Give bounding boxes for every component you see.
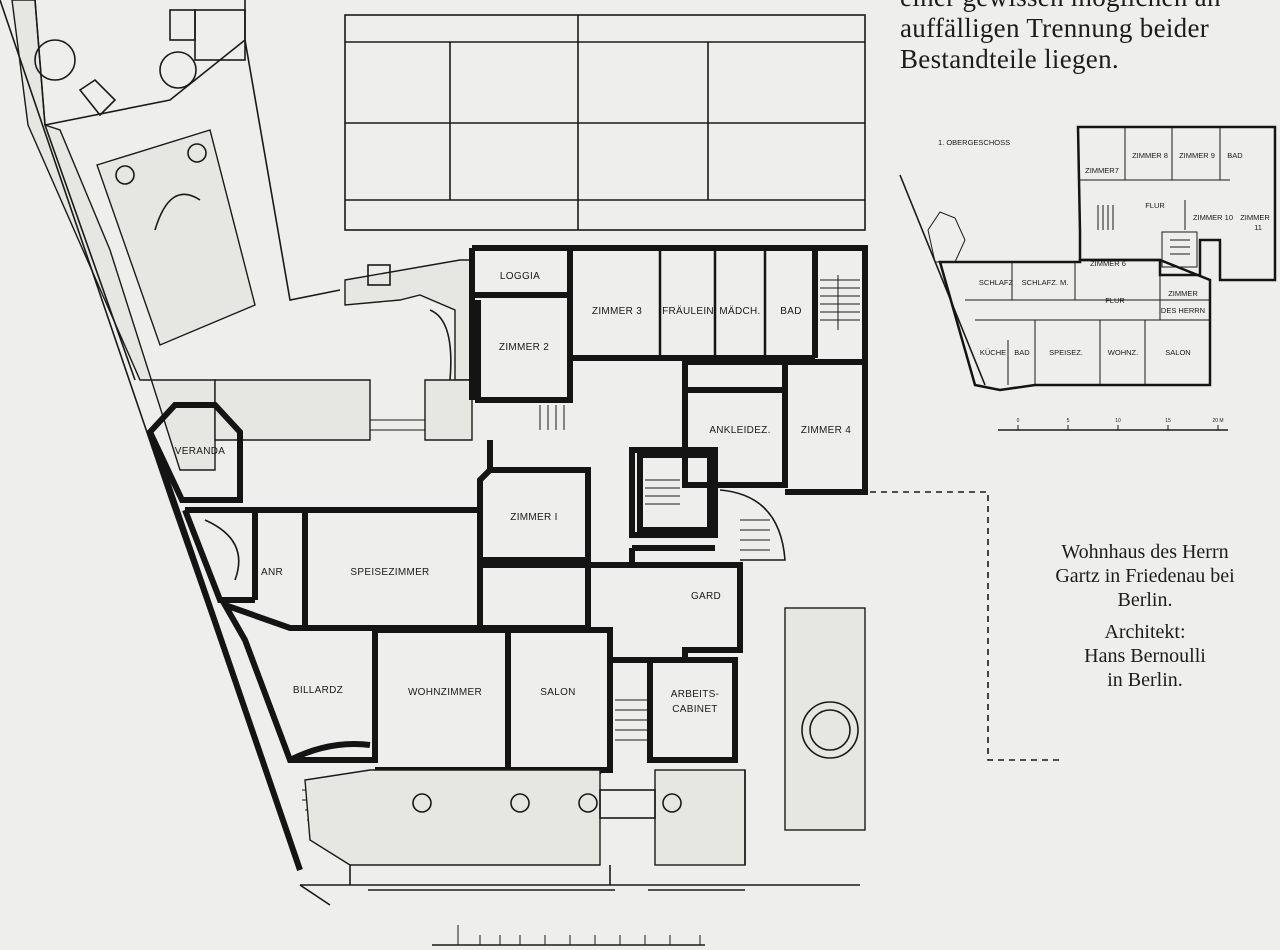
upper-room-zimmer11: ZIMMER xyxy=(1240,213,1270,222)
scale-bar-main xyxy=(432,925,705,946)
garden-area xyxy=(0,0,341,871)
upper-room-flur: FLUR xyxy=(1105,296,1125,305)
upper-room-des-herrn: DES HERRN xyxy=(1161,306,1205,315)
room-label-zimmer3: ZIMMER 3 xyxy=(592,306,642,317)
upper-room-zimmer10: ZIMMER 10 xyxy=(1193,213,1233,222)
tree-icon xyxy=(34,39,76,81)
caption-line: Berlin. xyxy=(1117,589,1173,611)
upper-room-zimmer6: ZIMMER 6 xyxy=(1090,259,1126,268)
article-text: einer gewissen möglichen an auffälligen … xyxy=(900,0,1280,75)
room-label-speisezimmer: SPEISEZIMMER xyxy=(350,567,429,578)
scale-tick-label: 5 xyxy=(1067,418,1070,424)
upper-room-schlafz-m: SCHLAFZ. M. xyxy=(1022,278,1069,287)
article-text-line: auffälligen Trennung beider xyxy=(900,13,1210,43)
article-text-line: einer gewissen möglichen an xyxy=(900,0,1280,13)
architect-name: Hans Bernoulli xyxy=(1084,645,1206,667)
garden-pond xyxy=(96,129,256,346)
upper-room-kuche: KÜCHE xyxy=(980,348,1006,357)
tree-icon xyxy=(159,51,197,89)
upper-floor-title: 1. OBERGESCHOSS xyxy=(938,138,1010,147)
architect-label: Architekt: xyxy=(1104,621,1186,643)
room-label-wohnzimmer: WOHNZIMMER xyxy=(408,687,482,698)
room-label-zimmer1: ZIMMER I xyxy=(510,512,557,523)
upper-room-bad2: BAD xyxy=(1014,348,1030,357)
ground-floor-walls xyxy=(146,245,868,871)
upper-room-flur-top: FLUR xyxy=(1145,201,1165,210)
upper-room-zimmer9: ZIMMER 9 xyxy=(1179,151,1215,160)
caption-line: Gartz in Friedenau bei xyxy=(1055,565,1235,587)
ground-floor-labels: LOGGIA ZIMMER 3 FRÄULEIN MÄDCH. BAD ZIMM… xyxy=(175,271,851,715)
upper-room-zimmer11-number: 11 xyxy=(1254,223,1262,232)
tennis-court xyxy=(344,14,866,231)
article-text-line: Bestandteile liegen. xyxy=(900,44,1119,74)
room-label-zimmer2: ZIMMER 2 xyxy=(499,342,549,353)
room-label-ankleidez: ANKLEIDEZ. xyxy=(709,425,770,436)
upper-room-salon: SALON xyxy=(1165,348,1190,357)
room-label-salon: SALON xyxy=(540,687,575,698)
room-label-zimmer4: ZIMMER 4 xyxy=(801,425,851,436)
terrace-area xyxy=(214,259,473,441)
scale-bar-upper: 0 5 10 15 20 M xyxy=(998,418,1228,431)
room-label-veranda: VERANDA xyxy=(175,446,225,457)
figure-caption: Wohnhaus des Herrn Gartz in Friedenau be… xyxy=(1010,540,1280,692)
upper-room-wohnz: WOHNZ. xyxy=(1108,348,1138,357)
upper-room-schlafz: SCHLAFZ xyxy=(979,278,1014,287)
tree-icon xyxy=(801,701,859,759)
room-label-madch: MÄDCH. xyxy=(719,305,760,317)
upper-room-zimmer8: ZIMMER 8 xyxy=(1132,151,1168,160)
room-label-billardz: BILLARDZ xyxy=(293,685,343,696)
upper-room-bad: BAD xyxy=(1227,151,1243,160)
architect-city: in Berlin. xyxy=(1107,669,1183,691)
upper-room-speisez: SPEISEZ. xyxy=(1049,348,1083,357)
scale-tick-label: 20 M xyxy=(1212,418,1223,424)
room-label-arbeits: ARBEITS- xyxy=(671,689,720,700)
upper-room-zimmer-herrn: ZIMMER xyxy=(1168,289,1198,298)
property-boundary xyxy=(870,491,1060,761)
scale-tick-label: 0 xyxy=(1017,418,1020,424)
scale-tick-label: 15 xyxy=(1165,418,1171,424)
front-garden xyxy=(299,607,866,906)
room-label-fraulein: FRÄULEIN xyxy=(662,305,714,317)
scale-tick-label: 10 xyxy=(1115,418,1121,424)
room-label-bad: BAD xyxy=(780,306,801,317)
caption-line: Wohnhaus des Herrn xyxy=(1061,541,1229,563)
room-label-cabinet: CABINET xyxy=(672,704,717,715)
room-label-loggia: LOGGIA xyxy=(500,271,540,282)
upper-room-zimmer7: ZIMMER7 xyxy=(1085,166,1119,175)
room-label-anr: ANR xyxy=(261,567,283,578)
room-label-gard: GARD xyxy=(691,591,721,602)
upper-floor-plan: 1. OBERGESCHOSS ZIMMER7 ZIMMER 8 xyxy=(899,125,1277,431)
